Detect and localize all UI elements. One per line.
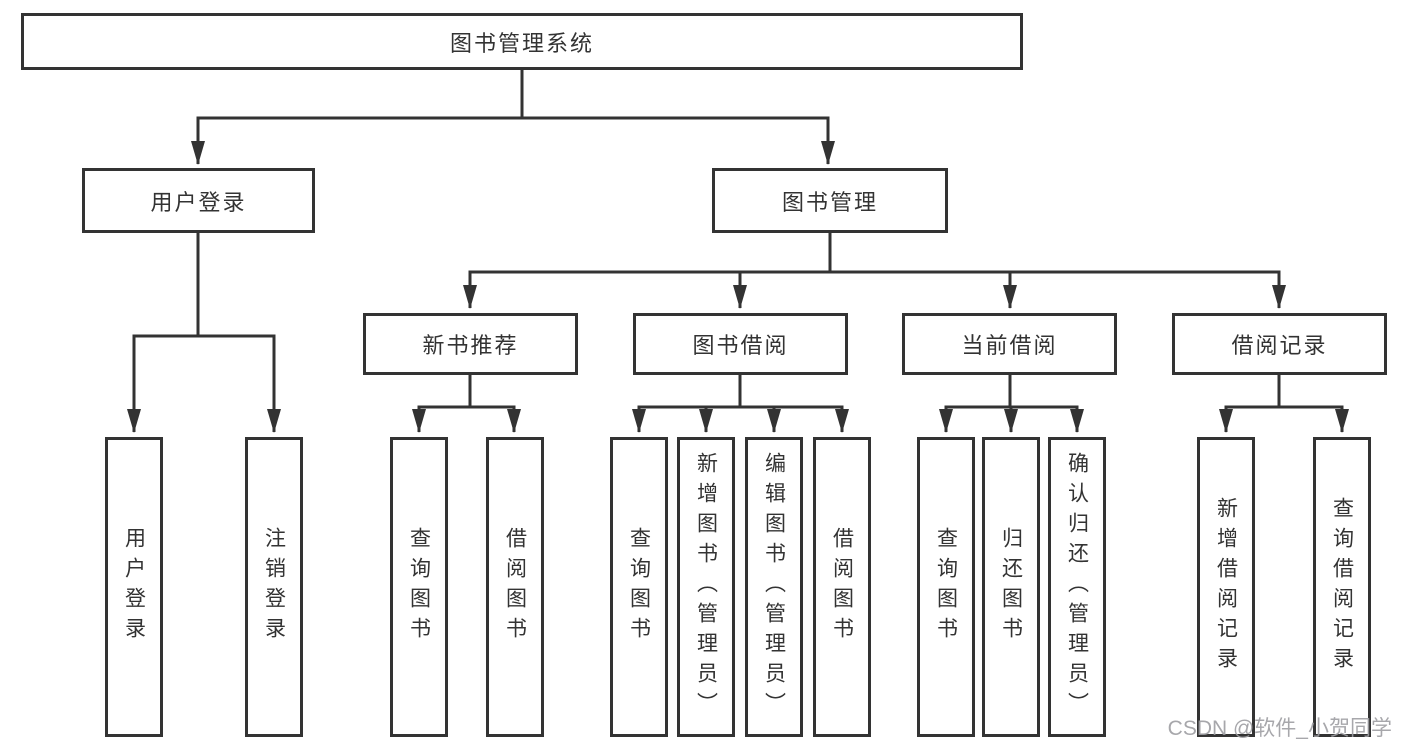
node-current-borrow-label: 当前借阅 (961, 333, 1058, 358)
leaf-confirm-return-admin-label: 确认归还（管理员） (1065, 452, 1089, 722)
leaf-return-books-label: 归还图书 (999, 527, 1023, 647)
connector-current-borrow (939, 375, 1084, 433)
leaf-edit-books-admin-label: 编辑图书（管理员） (762, 452, 786, 722)
node-current-borrow: 当前借阅 (902, 313, 1117, 375)
leaf-borrow-books: 借阅图书 (813, 437, 871, 737)
leaf-edit-books-admin: 编辑图书（管理员） (745, 437, 803, 737)
connector-new-book-recommend (412, 375, 521, 433)
node-borrow-records-label: 借阅记录 (1231, 333, 1328, 358)
leaf-query-books-recommend: 查询图书 (390, 437, 448, 737)
connector-root (191, 70, 835, 165)
leaf-add-borrow-record-label: 新增借阅记录 (1214, 497, 1238, 677)
leaf-confirm-return-admin: 确认归还（管理员） (1048, 437, 1106, 737)
leaf-logout-label: 注销登录 (262, 527, 286, 647)
node-book-borrow-label: 图书借阅 (692, 333, 789, 358)
leaf-query-borrow-record: 查询借阅记录 (1313, 437, 1371, 737)
leaf-query-books-borrow-label: 查询图书 (627, 527, 651, 647)
leaf-query-books-borrow: 查询图书 (610, 437, 668, 737)
leaf-borrow-books-label: 借阅图书 (830, 527, 854, 647)
watermark: CSDN @软件_小贺同学 (1167, 717, 1392, 740)
node-root: 图书管理系统 (21, 13, 1023, 70)
node-new-book-recommend: 新书推荐 (363, 313, 578, 375)
leaf-query-books-recommend-label: 查询图书 (407, 527, 431, 647)
node-book-management-label: 图书管理 (781, 189, 878, 215)
node-borrow-records: 借阅记录 (1172, 313, 1387, 375)
leaf-borrow-books-recommend-label: 借阅图书 (503, 527, 527, 647)
connector-book-management (463, 233, 1286, 309)
leaf-add-books-admin-label: 新增图书（管理员） (694, 452, 718, 722)
leaf-return-books: 归还图书 (982, 437, 1040, 737)
leaf-logout: 注销登录 (245, 437, 303, 737)
leaf-query-books-current-label: 查询图书 (934, 527, 958, 647)
leaf-query-borrow-record-label: 查询借阅记录 (1330, 497, 1354, 677)
node-user-login-label: 用户登录 (150, 189, 247, 215)
leaf-add-books-admin: 新增图书（管理员） (677, 437, 735, 737)
node-user-login: 用户登录 (82, 168, 315, 233)
connector-borrow-records (1219, 375, 1349, 433)
leaf-add-borrow-record: 新增借阅记录 (1197, 437, 1255, 737)
connector-book-borrow (632, 375, 849, 433)
leaf-query-books-current: 查询图书 (917, 437, 975, 737)
node-root-label: 图书管理系统 (449, 30, 594, 56)
node-book-borrow: 图书借阅 (633, 313, 848, 375)
node-book-management: 图书管理 (712, 168, 948, 233)
leaf-borrow-books-recommend: 借阅图书 (486, 437, 544, 737)
leaf-user-login-label: 用户登录 (122, 527, 146, 647)
leaf-user-login: 用户登录 (105, 437, 163, 737)
node-new-book-recommend-label: 新书推荐 (422, 333, 519, 358)
connector-user-login (127, 233, 281, 433)
